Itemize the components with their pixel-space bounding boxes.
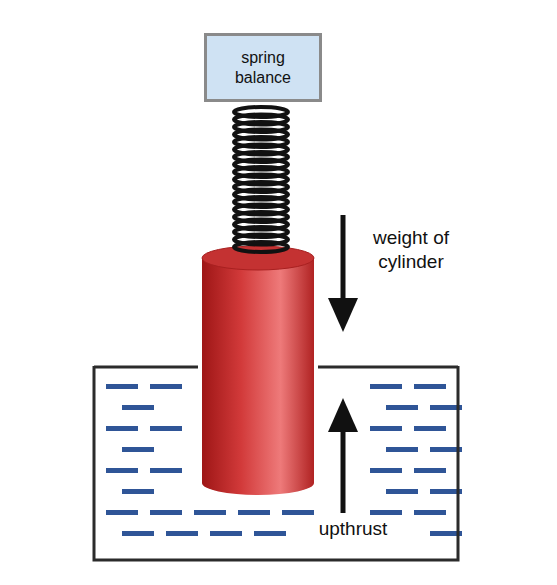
water-dash [282,510,314,515]
water-dash [370,510,402,515]
water-dash [370,426,402,431]
upthrust-arrow [328,398,358,513]
water-dash [194,510,226,515]
water-dash [414,468,446,473]
spring-coil [234,107,288,252]
spring-coil-turn [234,242,288,252]
force-label: upthrust [290,517,416,541]
water-dash [150,384,182,389]
water-dash [370,468,402,473]
spring-balance-box: spring balance [204,33,322,102]
water-dash [386,447,418,452]
water-dash [106,510,138,515]
water-dash [150,426,182,431]
water-dash [210,531,242,536]
water-dash [106,384,138,389]
water-dash [150,510,182,515]
water-dash [122,405,154,410]
water-dash [386,489,418,494]
weight-arrow [328,215,358,332]
water-dash [386,405,418,410]
water-dash [122,531,154,536]
cylinder [202,246,314,495]
water-dash [106,426,138,431]
water-dash [370,384,402,389]
box-label: spring balance [221,48,305,86]
water-dash [122,447,154,452]
force-label: weight of cylinder [356,226,466,274]
water-dash [414,426,446,431]
water-dash [106,468,138,473]
water-dash [414,384,446,389]
water-dash [150,468,182,473]
water-dash [122,489,154,494]
water-dash [414,510,446,515]
water-dash [238,510,270,515]
water-dash [254,531,286,536]
water-dash [166,531,198,536]
